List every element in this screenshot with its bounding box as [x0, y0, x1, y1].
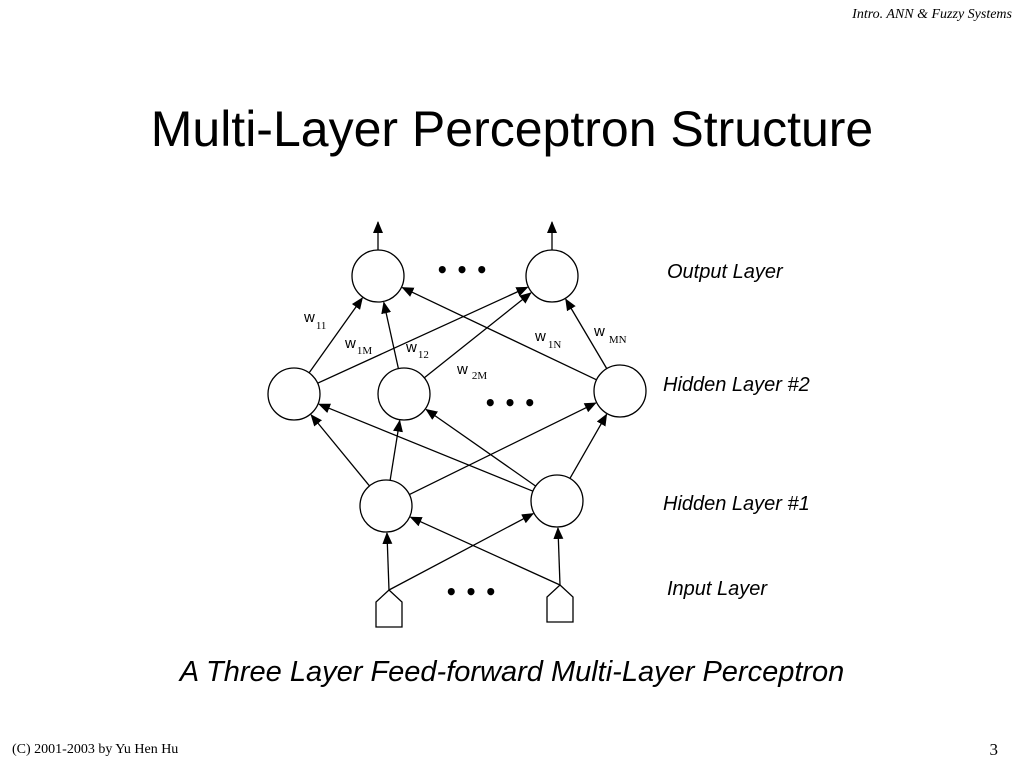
- edge-h1b-h2b: [425, 408, 537, 487]
- edge-h1a-h2c: [409, 402, 597, 496]
- input-node-1: [375, 589, 403, 628]
- page-number: 3: [989, 740, 999, 759]
- neuron-o1: [351, 249, 405, 303]
- edge-h1a-h2a: [310, 414, 370, 487]
- slide-caption: A Three Layer Feed-forward Multi-Layer P…: [179, 656, 845, 688]
- edge-in1-h1b: [388, 513, 535, 591]
- neuron-h2c: [593, 364, 647, 418]
- edge-h2a-o1: [308, 297, 363, 374]
- neuron-h2b: [377, 367, 431, 421]
- hidden2-ellipsis: • • •: [484, 391, 536, 415]
- neuron-h1b: [530, 474, 584, 528]
- hidden1-layer-label: Hidden Layer #1: [663, 493, 810, 515]
- neuron-o2: [525, 249, 579, 303]
- hidden2-layer-label: Hidden Layer #2: [663, 374, 810, 396]
- edge-h1b-h2c: [569, 413, 608, 479]
- edge-in1-h1a: [382, 531, 393, 591]
- input-layer-label: Input Layer: [667, 578, 768, 600]
- slide-title: Multi-Layer Perceptron Structure: [150, 101, 874, 157]
- edge-h1b-h2a: [318, 403, 534, 492]
- course-header: Intro. ANN & Fuzzy Systems: [852, 7, 1012, 22]
- edge-h2c-o1: [401, 287, 597, 381]
- weight-w12: w12: [405, 339, 429, 361]
- input-node-2: [546, 584, 574, 623]
- edge-h2c-o2: [565, 298, 608, 369]
- edge-h2a-o2: [317, 286, 529, 384]
- connections: [308, 221, 608, 591]
- weight-w11: w11: [303, 309, 326, 332]
- edge-h2b-o2: [423, 292, 532, 379]
- copyright-footer: (C) 2001-2003 by Yu Hen Hu: [12, 742, 179, 757]
- edge-in2-h1b: [553, 526, 564, 586]
- neuron-h1a: [359, 479, 413, 533]
- edge-h2b-o1: [381, 301, 400, 369]
- weight-w1M: w1M: [344, 335, 372, 357]
- edge-in2-h1a: [409, 516, 561, 586]
- nodes: [267, 249, 647, 628]
- input-ellipsis: • • •: [445, 580, 497, 604]
- output-layer-label: Output Layer: [667, 261, 784, 283]
- output-ellipsis: • • •: [436, 258, 488, 282]
- edge-h1a-h2b: [389, 419, 403, 481]
- neuron-h2a: [267, 367, 321, 421]
